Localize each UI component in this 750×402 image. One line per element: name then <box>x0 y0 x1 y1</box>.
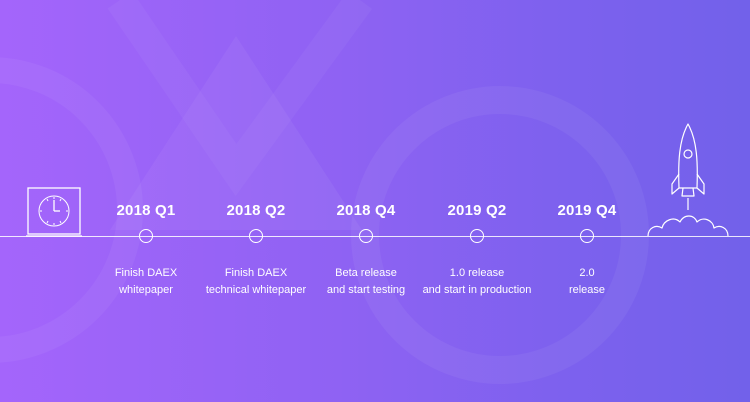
milestone-dot <box>249 229 263 243</box>
milestone-description: Finish DAEX whitepaper <box>56 265 236 299</box>
timeline-line <box>0 236 750 237</box>
milestone-2019-q4: 2019 Q4 2.0 release <box>497 0 677 402</box>
milestone-2019-q2: 2019 Q2 1.0 release and start in product… <box>387 0 567 402</box>
milestone-description: Finish DAEX technical whitepaper <box>166 265 346 299</box>
description-line: Beta release <box>335 267 397 279</box>
clock-icon <box>26 187 82 237</box>
description-line: and start in production <box>422 284 532 296</box>
milestone-dot <box>580 229 594 243</box>
milestone-description: Beta release and start testing <box>276 265 456 299</box>
milestone-2018-q2: 2018 Q2 Finish DAEX technical whitepaper <box>166 0 346 402</box>
rocket-icon <box>647 123 729 237</box>
milestone-description: 2.0 release <box>497 265 677 299</box>
description-line: whitepaper <box>119 284 173 296</box>
milestone-quarter: 2018 Q1 <box>116 202 176 219</box>
milestone-quarter: 2019 Q2 <box>447 202 507 219</box>
description-line: and start testing <box>326 284 406 296</box>
milestone-description: 1.0 release and start in production <box>387 265 567 299</box>
description-line: technical whitepaper <box>205 284 307 296</box>
bg-chevron <box>107 0 373 197</box>
milestone-dot <box>359 229 373 243</box>
milestone-quarter: 2018 Q4 <box>336 202 396 219</box>
description-line: Finish DAEX <box>224 267 288 279</box>
milestone-dot <box>470 229 484 243</box>
milestone-quarter: 2018 Q2 <box>226 202 286 219</box>
description-line: release <box>568 284 606 296</box>
description-line: Finish DAEX <box>114 267 178 279</box>
description-line: 2.0 <box>579 267 595 279</box>
description-line: 1.0 release <box>449 267 505 279</box>
milestone-dot <box>139 229 153 243</box>
milestone-quarter: 2019 Q4 <box>557 202 617 219</box>
milestone-2018-q4: 2018 Q4 Beta release and start testing <box>276 0 456 402</box>
milestone-2018-q1: 2018 Q1 Finish DAEX whitepaper <box>56 0 236 402</box>
bg-triangle <box>110 36 362 230</box>
bg-circle-left <box>0 57 143 363</box>
